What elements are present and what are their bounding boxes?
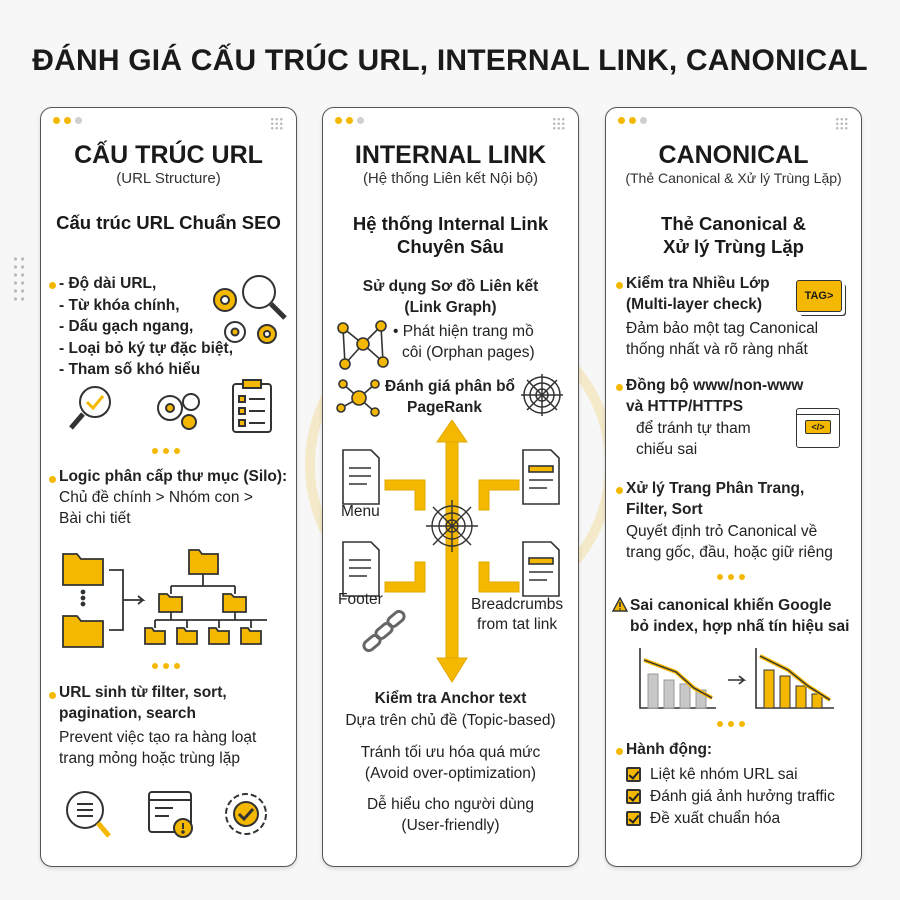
grip-icon (270, 117, 284, 131)
criteria-item: - Từ khóa chính, (59, 296, 180, 314)
panel-title: INTERNAL LINK (354, 141, 547, 169)
anchor-text: (Avoid over-optimization) (364, 765, 537, 782)
bullet-icon (616, 748, 623, 755)
breadcrumbs-label: Breadcrumbs from tat link (471, 594, 563, 635)
menu-label: Menu (341, 503, 380, 520)
orphan-text: côi (Orphan pages) (402, 344, 535, 361)
bullet-icon (616, 384, 623, 391)
anchor-heading: Kiểm tra Anchor text (374, 690, 527, 707)
separator-dots (152, 448, 180, 454)
sync-heading: và HTTP/HTTPS (626, 398, 744, 415)
checkbox-icon (626, 789, 641, 804)
action-item: Đề xuất chuẩn hóa (650, 810, 781, 827)
grip-icon (835, 117, 849, 131)
anchor-text: Dựa trên chủ đề (Topic-based) (345, 712, 556, 729)
internal-link-panel: INTERNAL LINK (Hệ thống Liên kết Nội bộ)… (322, 107, 579, 867)
panel-heading: Hệ thống Internal Link (352, 213, 549, 234)
breadcrumbs-text: Breadcrumbs (471, 596, 564, 613)
web-icon (521, 374, 563, 416)
code-window-icon: </> (796, 408, 840, 448)
pagerank-nodes-icon (336, 379, 380, 417)
criteria-item: - Dấu gạch ngang, (59, 318, 194, 335)
bullet-icon (616, 487, 623, 494)
link-graph-heading: (Link Graph) (404, 299, 497, 316)
checkbox-icon (626, 811, 641, 826)
link-graph-heading: Sử dụng Sơ đồ Liên kết (362, 278, 539, 295)
pagerank-heading: Đánh giá phân bổ (385, 378, 516, 395)
param-text: Prevent việc tạo ra hàng loạt (59, 729, 257, 746)
checkbox-icon (626, 767, 641, 782)
anchor-text: Tránh tối ưu hóa quá mức (360, 744, 541, 761)
bullet-icon (49, 692, 56, 699)
pagination-text: Quyết định trỏ Canonical về (626, 523, 818, 540)
bullet-icon (49, 282, 56, 289)
window-bar (797, 409, 839, 415)
url-issue-icons (66, 791, 267, 838)
footer-label: Footer (338, 591, 383, 608)
bullet-icon (616, 282, 623, 289)
pagination-heading: Filter, Sort (626, 501, 703, 518)
anchor-text: Dễ hiểu cho người dùng (366, 796, 535, 813)
action-heading: Hành động: (626, 741, 713, 758)
panel-subtitle: (Thẻ Canonical & Xử lý Trùng Lặp) (625, 170, 842, 186)
pagination-text: trang gốc, đầu, hoặc giữ riêng (626, 544, 833, 561)
folder-tree-icon (62, 549, 267, 648)
criteria-item: - Loại bỏ ký tự đặc biệt, (59, 339, 233, 357)
panel-title: CANONICAL (658, 141, 809, 169)
gears-magnifier-icon (213, 275, 287, 344)
sync-text: chiếu sai (636, 441, 698, 458)
panel-heading: Cấu trúc URL Chuẩn SEO (56, 212, 281, 233)
separator-dots (717, 574, 745, 580)
silo-text: Bài chi tiết (59, 510, 131, 527)
panel-subtitle: (Hệ thống Liên kết Nội bộ) (362, 170, 539, 187)
breadcrumbs-text: from tat link (477, 616, 558, 633)
separator-dots (152, 663, 180, 669)
panel-subtitle: (URL Structure) (116, 170, 221, 187)
criteria-item: - Độ dài URL, (59, 275, 157, 292)
param-text: trang mỏng hoặc trùng lặp (59, 750, 240, 767)
warning-heading: Sai canonical khiến Google (630, 597, 832, 614)
code-label: </> (805, 420, 831, 434)
anchor-text: (User-friendly) (401, 817, 500, 834)
sync-heading: Đồng bộ www/non-www (626, 377, 804, 394)
multi-heading: (Multi-layer check) (626, 296, 763, 313)
internal-link-flow-diagram (342, 420, 560, 683)
side-grip-icon (12, 255, 26, 303)
tag-icon: TAG> (796, 280, 842, 312)
grip-icon (552, 117, 566, 131)
param-heading: URL sinh từ filter, sort, (59, 684, 227, 701)
param-heading: pagination, search (59, 705, 196, 722)
separator-dots (717, 721, 745, 727)
action-item: Liệt kê nhóm URL sai (650, 766, 798, 783)
action-item: Đánh giá ảnh hưởng traffic (650, 788, 835, 805)
bullet-icon (49, 476, 56, 483)
window-dots (53, 117, 82, 124)
warning-heading: bỏ index, hợp nhấ tín hiệu sai (630, 618, 850, 635)
page-title: ĐÁNH GIÁ CẤU TRÚC URL, INTERNAL LINK, CA… (32, 44, 868, 77)
multi-text: thống nhất và rõ ràng nhất (626, 341, 808, 358)
pagerank-heading: PageRank (407, 399, 482, 416)
network-graph-icon (337, 320, 389, 370)
panel-heading: Xử lý Trùng Lặp (663, 236, 804, 257)
panel-title: CẤU TRÚC URL (74, 141, 263, 169)
url-audit-icons (69, 379, 272, 433)
panel-heading: Chuyên Sâu (397, 236, 504, 257)
url-structure-panel: CẤU TRÚC URL (URL Structure) Cấu trúc UR… (40, 107, 297, 867)
sync-text: để tránh tự tham (636, 420, 751, 437)
silo-heading: Logic phân cấp thư mục (Silo): (59, 468, 288, 485)
multi-heading: Kiểm tra Nhiều Lớp (626, 275, 770, 292)
url-criteria-list: - Độ dài URL, - Từ khóa chính, - Dấu gạc… (59, 273, 233, 381)
traffic-decline-charts (639, 648, 834, 709)
canonical-panel: CANONICAL (Thẻ Canonical & Xử lý Trùng L… (605, 107, 862, 867)
warning-icon (612, 597, 628, 612)
silo-text: Chủ đề chính > Nhóm con > (59, 489, 253, 506)
criteria-item: - Tham số khó hiểu (59, 361, 201, 378)
pagination-heading: Xử lý Trang Phân Trang, (626, 480, 805, 497)
multi-text: Đảm bảo một tag Canonical (626, 320, 819, 337)
panel-heading: Thẻ Canonical & (661, 213, 806, 234)
window-dots (335, 117, 364, 124)
window-dots (618, 117, 647, 124)
orphan-text: • Phát hiện trang mồ (393, 323, 534, 340)
